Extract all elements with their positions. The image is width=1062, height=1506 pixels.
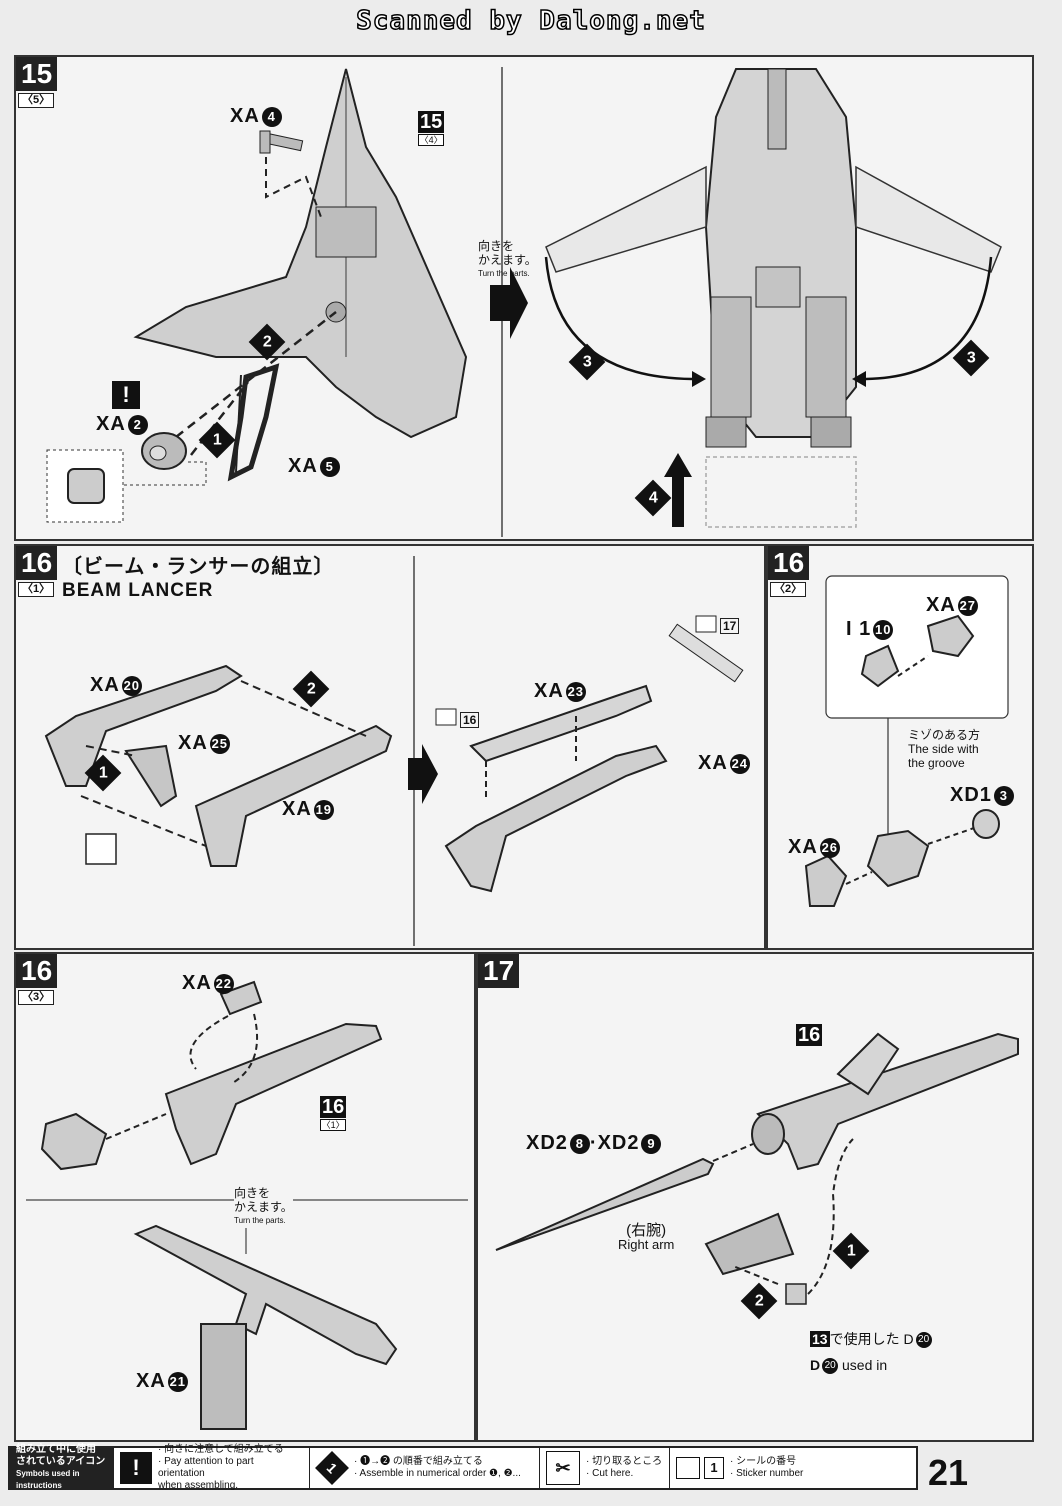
page-number: 21 [928,1452,969,1493]
beam-lancer-drawing [44,556,744,946]
warning-icon: ! [112,381,140,409]
section-title-en: BEAM LANCER [62,580,214,601]
section-title-jp: 〔ビーム・ランサーの組立〕 [62,556,335,578]
step-number: 16 [16,954,58,988]
step-ref-16: 16 [796,1024,823,1046]
legend-order: 1 · ❶→❷ の順番で組み立てる· Assemble in numerical… [310,1448,540,1488]
step-number: 16 [768,546,810,580]
scan-header: Scanned by Dalong.net [0,0,1062,48]
substep-label: 〈1〉 [18,582,55,597]
step-16-3-drawing [26,980,468,1430]
turn-note: 向きをかえます。Turn the parts. [478,239,537,278]
step-15-panel: 15 〈5〉 [14,55,1034,541]
step-number: 17 [478,954,520,988]
turn-note: 向きをかえます。Turn the parts. [234,1186,293,1228]
legend-orientation: ! · 向きに注意して組み立てる· Pay attention to part … [114,1444,310,1491]
sticker-num-16: 16 [460,712,480,728]
warning-icon: ! [120,1452,152,1484]
step-number: 16 [16,546,58,580]
legend-cut: ✂ · 切り取るところ· Cut here. [540,1448,670,1488]
scanner-credit: Scanned by Dalong.net [355,5,706,37]
substep-label: 〈5〉 [18,93,55,108]
sticker-icon [676,1457,700,1479]
step-ref-15-4: 15〈4〉 [418,111,445,146]
cut-icon: ✂ [546,1451,580,1485]
step-ref-16-1: 16〈1〉 [320,1096,347,1131]
right-arm-label: (右腕)Right arm [618,1222,675,1252]
step-number: 15 [16,57,58,91]
sticker-number-box: 1 [704,1457,724,1479]
legend-sticker: 1 · シールの番号· Sticker number [670,1448,916,1488]
order-diamond-icon: 1 [315,1451,349,1485]
sticker-num-17: 17 [720,618,740,634]
step-16-2-drawing [804,575,1009,907]
substep-label: 〈2〉 [770,582,807,597]
step-17-drawing [495,1032,1019,1305]
step-15-drawing [46,67,1002,537]
substep-label: 〈3〉 [18,990,55,1005]
